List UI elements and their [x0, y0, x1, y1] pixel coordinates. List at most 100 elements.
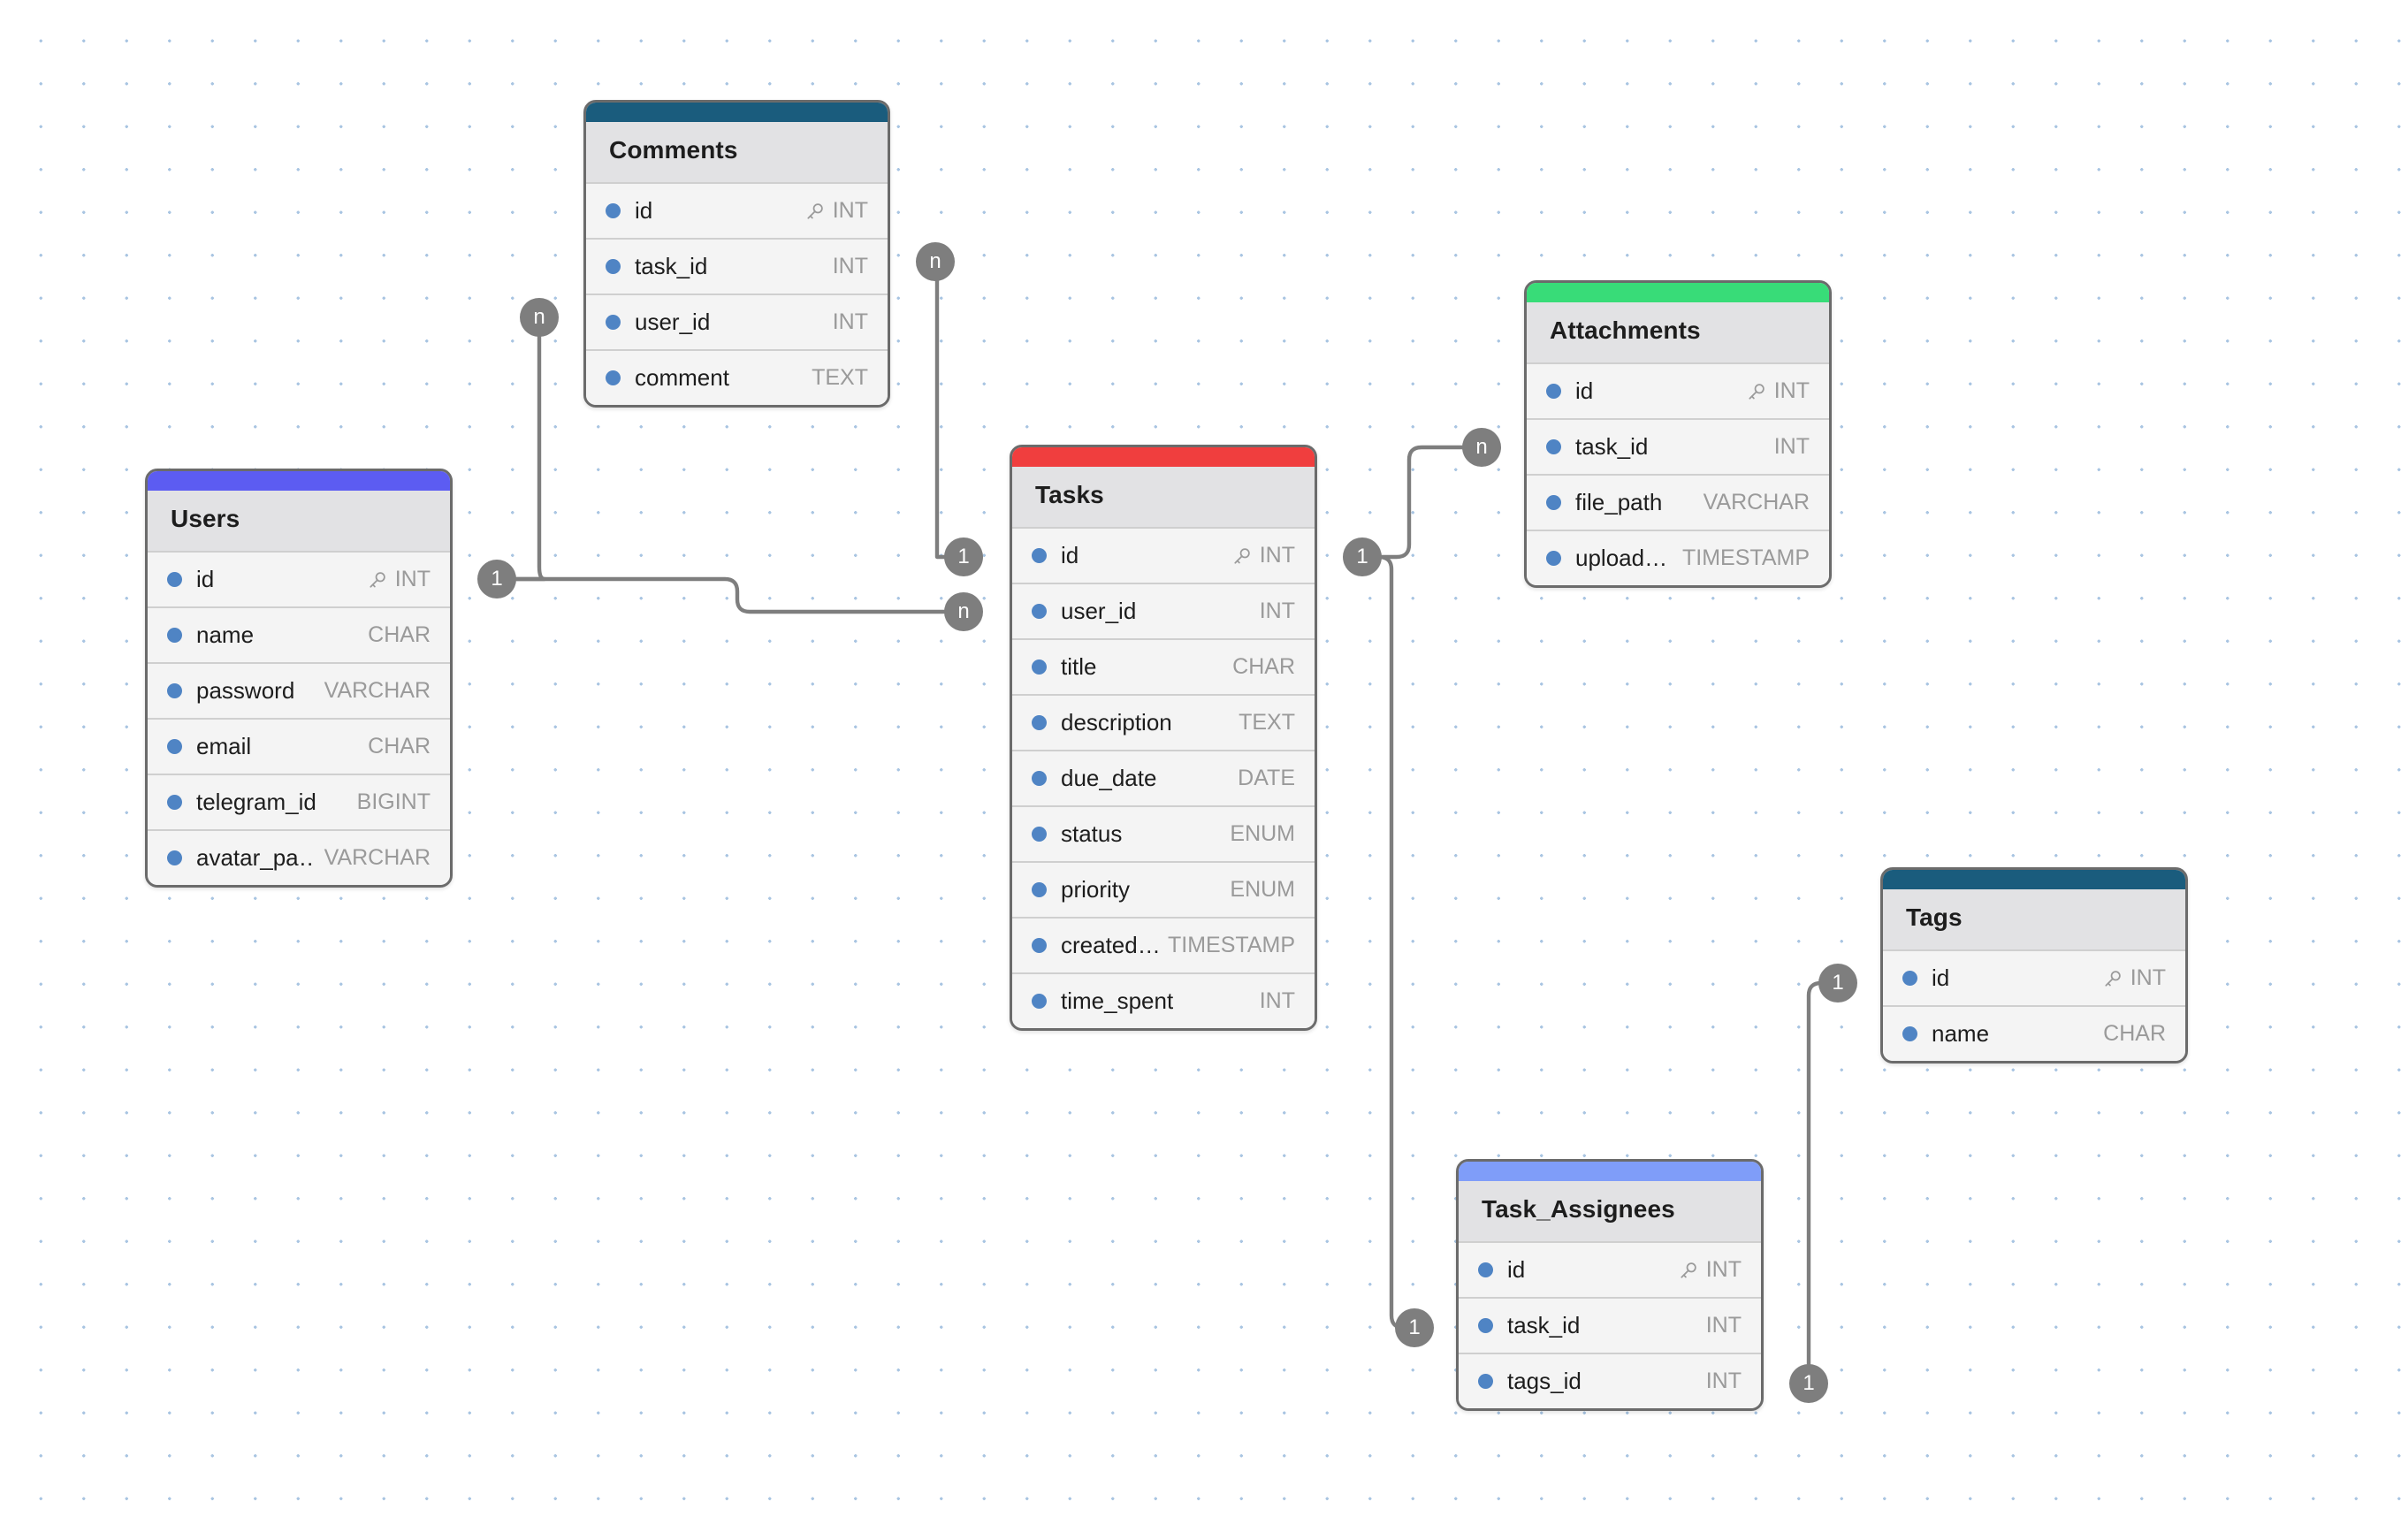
table-title: Comments	[586, 122, 888, 182]
cardinality-badge[interactable]: n	[1462, 428, 1501, 467]
table-field-row[interactable]: description TEXT	[1012, 694, 1315, 750]
cardinality-badge[interactable]: 1	[1395, 1308, 1434, 1347]
field-bullet-icon	[167, 795, 182, 810]
cardinality-badge[interactable]: n	[944, 592, 983, 631]
key-icon	[807, 202, 823, 219]
table-field-row[interactable]: user_id INT	[1012, 583, 1315, 638]
field-type-group: INT	[797, 198, 868, 224]
field-bullet-icon	[167, 739, 182, 754]
relationship-line-task_assignees-tags	[1806, 980, 1838, 1386]
table-field-row[interactable]: time_spent INT	[1012, 972, 1315, 1028]
field-bullet-icon	[1902, 1026, 1917, 1041]
field-bullet-icon	[1478, 1318, 1493, 1333]
field-bullet-icon	[167, 683, 182, 698]
field-bullet-icon	[1032, 604, 1047, 619]
relationship-line-tasks-comments	[934, 262, 964, 560]
field-type: INT	[1259, 598, 1295, 623]
cardinality-badge[interactable]: 1	[1789, 1364, 1828, 1403]
field-name: id	[1507, 1256, 1526, 1283]
key-icon	[370, 571, 385, 588]
table-accent-bar	[1883, 870, 2185, 889]
table-title: Tags	[1883, 889, 2185, 949]
table-title: Attachments	[1527, 302, 1829, 362]
field-bullet-icon	[167, 850, 182, 865]
field-name: id	[1575, 377, 1594, 404]
table-field-row[interactable]: created…TIMESTAMP	[1012, 917, 1315, 972]
table-field-row[interactable]: avatar_pa…VARCHAR	[148, 829, 450, 885]
field-name: email	[196, 733, 252, 759]
field-type: INT	[2130, 965, 2166, 990]
cardinality-badge[interactable]: 1	[1818, 964, 1857, 1003]
field-name: description	[1061, 709, 1172, 736]
field-bullet-icon	[1032, 994, 1047, 1009]
table-field-row[interactable]: id INT	[1527, 362, 1829, 418]
table-field-row[interactable]: name CHAR	[1883, 1005, 2185, 1061]
relationship-line-tasks-attachments	[1362, 445, 1482, 560]
field-type-group: INT	[359, 567, 431, 592]
field-type: CHAR	[368, 734, 431, 759]
field-name: user_id	[1061, 598, 1137, 624]
field-type: INT	[1259, 543, 1295, 568]
field-type-group: TEXT	[1230, 710, 1295, 736]
table-field-row[interactable]: id INT	[1883, 949, 2185, 1005]
cardinality-badge[interactable]: 1	[1343, 537, 1382, 576]
table-card-tags[interactable]: Tags id INT name CHAR	[1880, 867, 2188, 1064]
table-title: Users	[148, 491, 450, 551]
field-name: comment	[635, 364, 729, 391]
field-name: avatar_pa…	[196, 844, 316, 871]
relationship-line-tasks-task_assignees	[1362, 554, 1414, 1330]
field-type: DATE	[1238, 766, 1295, 790]
field-name: id	[1932, 964, 1950, 991]
field-name: task_id	[635, 253, 708, 279]
field-type: CHAR	[2103, 1021, 2166, 1046]
field-bullet-icon	[1902, 971, 1917, 986]
table-field-row[interactable]: upload…TIMESTAMP	[1527, 530, 1829, 585]
field-name: user_id	[635, 309, 711, 335]
cardinality-badge[interactable]: n	[916, 242, 955, 281]
field-type: INT	[1773, 378, 1810, 403]
field-bullet-icon	[1032, 827, 1047, 842]
table-field-row[interactable]: user_id INT	[586, 294, 888, 349]
field-type: INT	[1259, 988, 1295, 1013]
field-type-group: INT	[2094, 965, 2166, 991]
field-bullet-icon	[1478, 1374, 1493, 1389]
field-type: BIGINT	[356, 789, 431, 814]
field-name: time_spent	[1061, 987, 1174, 1014]
field-bullet-icon	[1032, 659, 1047, 675]
field-bullet-icon	[606, 315, 621, 330]
cardinality-badge[interactable]: 1	[477, 560, 516, 598]
cardinality-badge[interactable]: n	[520, 298, 559, 337]
field-name: name	[1932, 1020, 1990, 1047]
field-type-group: INT	[1738, 378, 1810, 404]
field-type: INT	[832, 309, 868, 334]
key-icon	[1681, 1262, 1696, 1278]
table-field-row[interactable]: email CHAR	[148, 718, 450, 774]
field-bullet-icon	[1546, 495, 1561, 510]
cardinality-badge[interactable]: 1	[944, 537, 983, 576]
field-type-group: VARCHAR	[316, 845, 431, 871]
field-name: task_id	[1507, 1312, 1581, 1338]
